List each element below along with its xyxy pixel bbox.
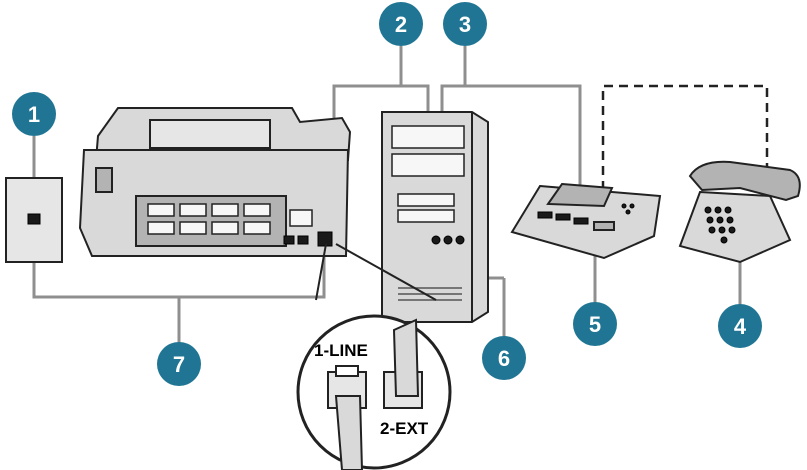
callouts: 1 2 3 4 5 6 7 — [12, 2, 762, 386]
callout-1: 1 — [12, 92, 56, 136]
svg-text:2: 2 — [395, 12, 407, 37]
port-magnifier-icon: 1-LINE 2-EXT — [296, 243, 452, 470]
callout-7: 7 — [157, 342, 201, 386]
callout-4: 4 — [718, 304, 762, 348]
port-label-ext: 2-EXT — [380, 419, 429, 438]
port-label-line: 1-LINE — [314, 341, 368, 360]
svg-text:7: 7 — [173, 352, 185, 377]
callout-5: 5 — [573, 302, 617, 346]
svg-text:5: 5 — [589, 312, 601, 337]
answering-machine-icon — [510, 182, 662, 260]
svg-text:1: 1 — [28, 102, 40, 127]
desk-telephone-icon — [678, 160, 801, 264]
cable-computer-to-answering-machine — [440, 84, 582, 190]
all-in-one-printer-icon — [78, 107, 352, 257]
svg-text:6: 6 — [498, 346, 510, 371]
tower-computer-icon — [381, 111, 489, 323]
svg-text:4: 4 — [734, 314, 747, 339]
callout-2: 2 — [379, 2, 423, 46]
callout-6: 6 — [482, 336, 526, 380]
callout-3: 3 — [443, 2, 487, 46]
svg-text:3: 3 — [459, 12, 471, 37]
telephone-wall-jack-icon — [5, 177, 63, 263]
cable-answering-machine-to-phone — [601, 84, 769, 190]
